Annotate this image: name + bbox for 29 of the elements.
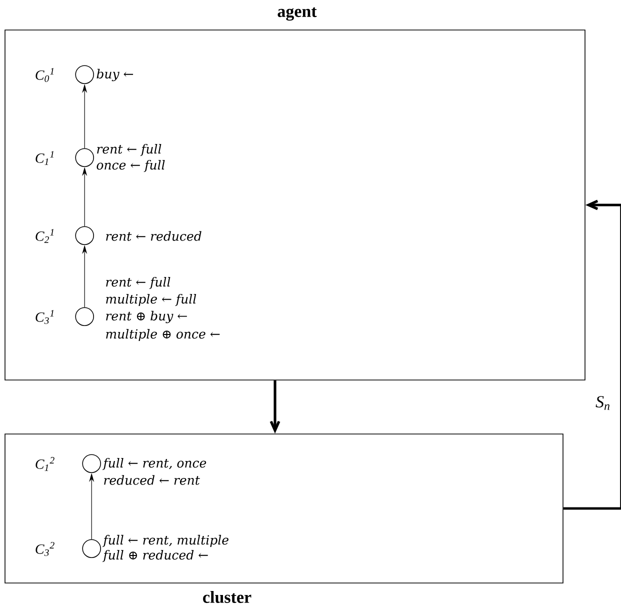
state-label: C$_{2}$1: [36, 229, 54, 243]
state-circle: [75, 307, 94, 326]
state-label: C$_{0}$1: [36, 68, 54, 82]
rule-text: buy ←: [96, 68, 134, 82]
node-label: cluster: [203, 590, 252, 603]
state-label: C$_{3}$1: [36, 310, 54, 324]
state-circle: [75, 148, 94, 167]
node-label: agent: [278, 7, 317, 21]
rule-text: multiple ← full: [106, 294, 196, 306]
rule-text: reduced ← rent: [104, 475, 200, 485]
state-circle: [82, 539, 101, 558]
rule-text: once ← full: [96, 160, 165, 172]
rule-text: multiple ⊕ once ←: [106, 328, 220, 342]
state-circle: [75, 65, 94, 84]
rule-text: full ⊕ reduced ←: [102, 550, 208, 562]
state-label: C$_{3}$2: [36, 542, 54, 556]
arrow: [563, 200, 621, 510]
rule-text: full ← rent, multiple: [102, 534, 228, 548]
rule-text: rent ← full: [106, 276, 170, 290]
rule-text: rent ← full: [97, 144, 162, 156]
state-circle: [75, 226, 94, 245]
signal-label: S$_{n}$: [596, 396, 610, 410]
arrow: [270, 380, 280, 434]
rule-text: rent ← reduced: [106, 231, 202, 241]
rule-text: full ← rent, once: [102, 458, 206, 470]
state-label: C$_{1}$2: [36, 457, 54, 471]
state-circle: [82, 454, 101, 473]
state-label: C$_{1}$1: [36, 151, 54, 165]
rule-text: rent ⊕ buy ←: [106, 310, 187, 324]
